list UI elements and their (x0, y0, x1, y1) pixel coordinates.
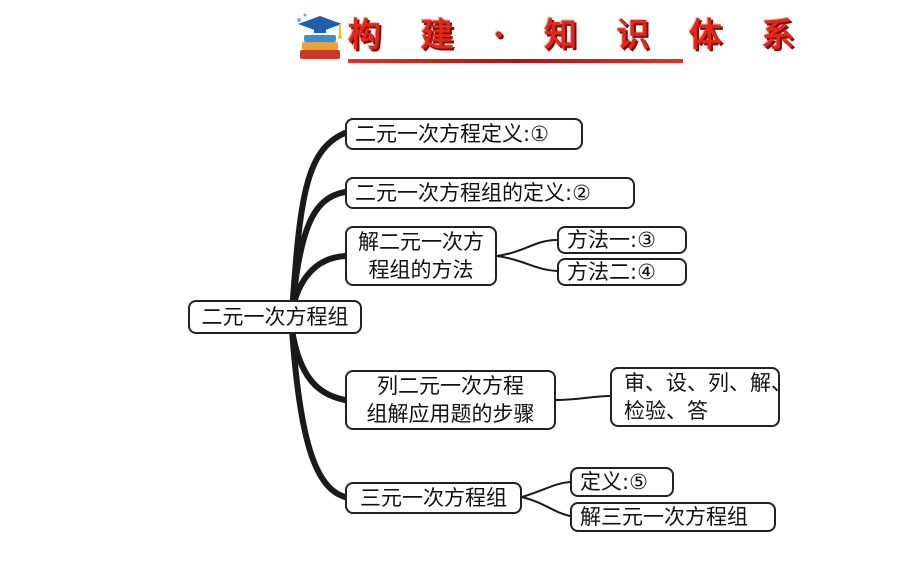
title-underline (348, 59, 683, 63)
branch-to-ternary (289, 327, 348, 500)
methods-label-line1: 解二元一次方 (358, 230, 484, 254)
branch-method2 (496, 255, 558, 272)
ternary-definition-label: 定义:⑤ (580, 470, 648, 494)
methods-node: 解二元一次方 程组的方法 (345, 226, 497, 286)
title-banner: 构 建 · 知 识 体 系 (290, 6, 794, 68)
steps-node: 审、设、列、解、 检验、答 (610, 367, 792, 427)
branch-steps (555, 395, 611, 401)
steps-label-line1: 审、设、列、解、 (624, 371, 792, 395)
ternary-solve-node: 解三元一次方程组 (570, 502, 776, 532)
methods-label-line2: 程组的方法 (368, 258, 474, 282)
steps-label-line2: 检验、答 (624, 399, 708, 423)
books-graduation-cap-icon (297, 13, 342, 59)
branch-ternary-solve (521, 496, 571, 517)
definition-label: 二元一次方程定义:① (355, 122, 549, 146)
system-definition-label: 二元一次方程组的定义:② (355, 181, 591, 205)
branch-method1 (496, 239, 558, 257)
definition-node: 二元一次方程定义:① (345, 118, 583, 150)
branch-to-system-definition (289, 189, 348, 315)
application-label-line1: 列二元一次方程 (377, 374, 524, 398)
root-label: 二元一次方程组 (201, 305, 349, 329)
application-node: 列二元一次方程 组解应用题的步骤 (345, 370, 556, 430)
application-label-line2: 组解应用题的步骤 (366, 402, 535, 426)
ternary-solve-label: 解三元一次方程组 (580, 505, 748, 529)
method1-node: 方法一:③ (557, 226, 687, 254)
system-definition-node: 二元一次方程组的定义:② (345, 177, 635, 209)
ternary-node: 三元一次方程组 (345, 482, 522, 514)
page-title: 构 建 · 知 识 体 系 (348, 15, 809, 54)
method2-node: 方法二:④ (557, 258, 687, 286)
root-node: 二元一次方程组 (188, 300, 362, 334)
method1-label: 方法一:③ (567, 228, 656, 252)
branch-ternary-definition (521, 481, 571, 498)
ternary-label: 三元一次方程组 (360, 486, 507, 510)
method2-label: 方法二:④ (567, 260, 656, 284)
ternary-definition-node: 定义:⑤ (570, 467, 674, 497)
